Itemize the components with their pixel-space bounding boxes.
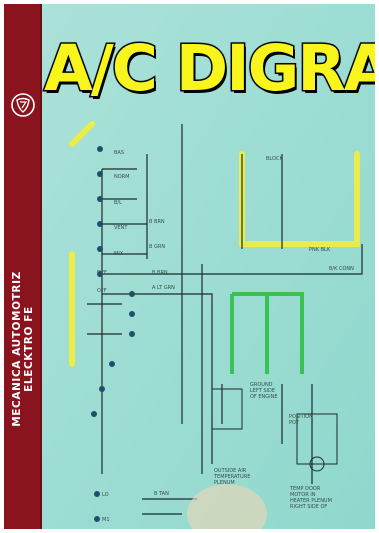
label-bk-conn: B/K CONN: [329, 266, 354, 272]
brand-sidebar: MECANICA AUTOMOTRIZ ELECKTRO FE: [4, 4, 42, 529]
label-ground: GROUND LEFT SIDE OF ENGINE: [250, 382, 278, 400]
label-bas: BAS: [114, 150, 125, 156]
component-boxes: [211, 388, 338, 472]
wiring-diagram: [42, 4, 375, 529]
page-title: A/C DIGRAMA: [43, 32, 376, 105]
label-mix: MIX: [114, 251, 124, 257]
label-wire-4: A LT GRN: [152, 285, 175, 291]
label-m1: M1: [102, 517, 110, 523]
label-pnk-blk: PNK BLK: [309, 247, 331, 253]
label-block: BLOCK: [266, 156, 283, 162]
label-norm: NORM: [114, 174, 130, 180]
wire-lines: [87, 124, 363, 515]
label-lo: LO: [102, 492, 109, 498]
brand-name: MECANICA AUTOMOTRIZ ELECKTRO FE: [11, 271, 35, 427]
label-wire-1: B BRN: [149, 219, 165, 225]
label-wire-2: B GRN: [149, 244, 166, 250]
label-temp-door: TEMP DOOR MOTOR IN HEATER PLENUM RIGHT S…: [290, 486, 332, 510]
label-outside-air: OUTSIDE AIR TEMPERATURE PLENUM: [214, 468, 251, 486]
label-def: DEF: [97, 270, 107, 276]
label-off: OFF: [97, 288, 107, 294]
shield-logo-icon: [11, 93, 35, 117]
thumbnail-frame: BAS NORM B/L VENT MIX DEF OFF B BRN B GR…: [4, 4, 375, 529]
label-vent: VENT: [114, 225, 128, 231]
label-bl: B/L: [114, 200, 122, 206]
label-wire-3: B BRN: [152, 270, 168, 276]
green-highlighted-wire: [230, 292, 304, 374]
brand-line-1: MECANICA AUTOMOTRIZ: [11, 271, 23, 427]
label-position-pot: POSITION POT: [289, 414, 313, 426]
label-tan: B TAN: [154, 491, 169, 497]
brand-line-2: ELECKTRO FE: [23, 306, 35, 392]
switch-contacts: [91, 146, 135, 522]
finger-shadow: [187, 484, 267, 529]
